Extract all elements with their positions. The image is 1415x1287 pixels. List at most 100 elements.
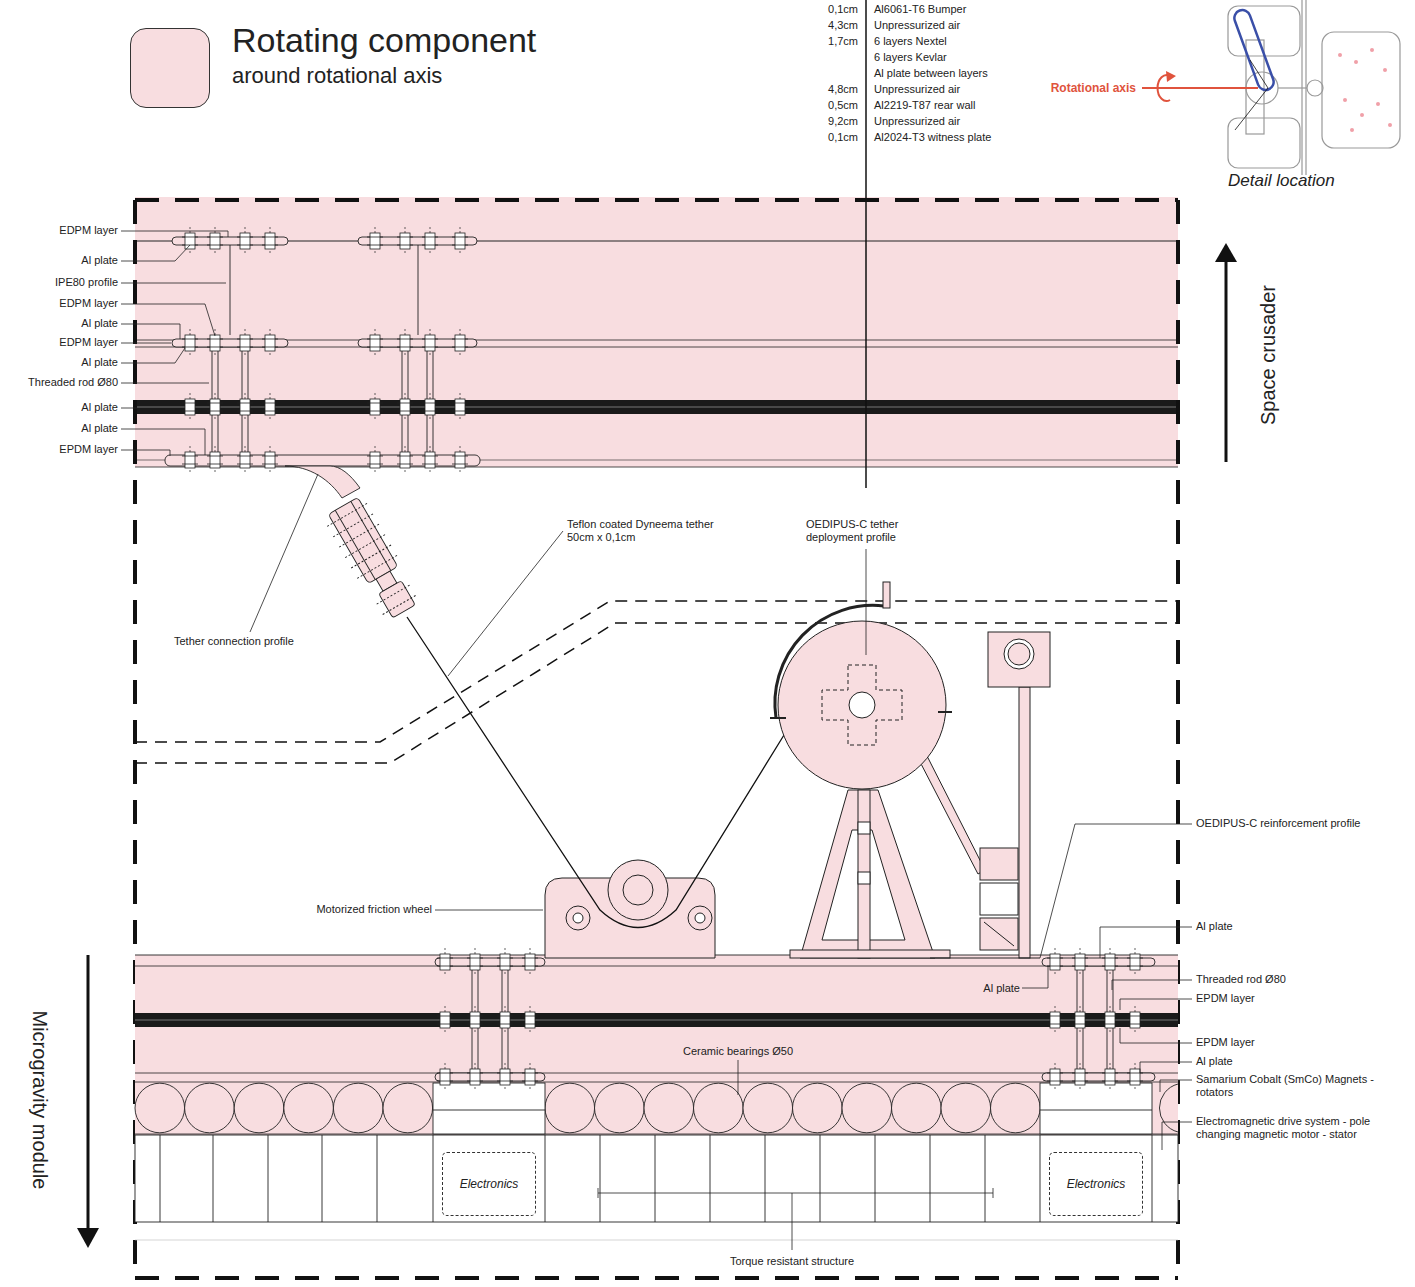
leader-line [121,245,190,261]
tether-deployment-drum [883,582,890,608]
microgravity-ring [135,1082,1178,1083]
part-label: EPDM layer [1196,1036,1255,1049]
bolt-assembly [422,393,438,421]
part-label: Tether connection profile [174,635,294,648]
reinforcement-profile [1019,687,1030,958]
bolt-assembly [452,227,468,255]
part-label: Al plate [81,317,118,330]
stator-structure [377,1135,378,1222]
ceramic-bearing [941,1083,991,1133]
detail-location-sketch [1383,68,1387,72]
bolt-assembly [497,1063,513,1091]
bolt-assembly [182,393,198,421]
space-crusader-wall [135,197,1178,467]
part-label: Threaded rod Ø80 [1196,973,1286,986]
part-label: Al plate [1196,1055,1233,1068]
reinforcement-profile [930,632,1050,958]
tether-connection-profile [285,466,425,623]
tether-connection-profile [345,534,387,558]
tether-connection-profile [328,497,397,583]
tether-connection-profile [333,513,375,537]
stator-structure [875,1135,876,1222]
rotation-arrow [1142,87,1258,89]
reinforcement-profile [984,922,1014,946]
friction-wheel [623,875,653,905]
stator-structure [930,1135,931,1222]
leader-line [121,324,180,339]
bolt-assembly [1047,948,1063,976]
part-label: Al plate [983,982,1020,995]
ceramic-bearing [842,1083,892,1133]
bolt-assembly [1127,948,1143,976]
reinforcement-profile [1004,639,1034,669]
stator-structure [135,1135,1178,1222]
bolt-assembly [422,446,438,474]
bolt-assembly [418,245,419,335]
part-label: Al2024-T3 witness plate [874,131,991,144]
reinforcement-profile [980,883,1018,915]
box-text: Electronics [460,1177,519,1191]
leader-line [1120,1028,1192,1043]
rotation-arrow [1166,71,1176,82]
ceramic-bearing [433,1110,545,1111]
detail-location-sketch [1370,48,1374,52]
part-label: Rotational axis [1051,81,1136,95]
detail-location-sketch [1354,60,1358,64]
detail-location-sketch [1322,32,1400,148]
part-label: Al6061-T6 Bumper [874,3,966,16]
part-label: 1,7cm [828,35,858,48]
microgravity-ring [135,1013,1178,1027]
rotation-arrow [1142,71,1258,101]
reinforcement-profile [988,632,1050,687]
stator-structure [433,1135,434,1222]
tether-deployment-drum [849,692,875,718]
legend-swatch [130,28,210,108]
part-label: 4,3cm [828,19,858,32]
part-label: Samarium Cobalt (SmCo) Magnets - rotator… [1196,1073,1374,1099]
bolt-assembly [165,227,480,474]
leader-line [435,910,543,911]
leader-line [121,383,209,384]
electronics-box: Electronics [442,1152,536,1216]
part-label: 9,2cm [828,115,858,128]
tether-deployment-drum [822,665,902,745]
ceramic-bearing [595,1083,645,1133]
leader-line [1120,999,1192,1010]
part-label: Teflon coated Dyneema tether 50cm x 0,1c… [567,518,732,544]
bolt-assembly [437,948,453,976]
bolt-assembly [1047,1006,1063,1034]
bolt-assembly [207,329,223,357]
direction-arrow [1215,243,1237,262]
space-crusader-wall [135,347,1178,348]
detail-location-sketch [1388,123,1392,127]
space-crusader-wall [135,197,1178,467]
ceramic-bearing [135,1083,1178,1134]
part-label: Torque resistant structure [682,1255,902,1268]
space-crusader-wall [135,400,1178,414]
reinforcement-profile [1008,643,1030,665]
bolt-assembly [262,446,278,474]
tether-deployment-drum [938,711,952,713]
microgravity-ring [135,955,1178,1135]
tether-deployment-drum [778,621,946,789]
bolt-assembly [467,1006,483,1034]
bolt-assembly [367,227,383,255]
leader-line [121,343,171,344]
tether-deployment-drum [858,790,870,958]
bolt-assembly [522,1006,538,1034]
box-text: Electronics [1067,1177,1126,1191]
leader-line [1162,1122,1192,1150]
bolt-assembly [452,393,468,421]
tether-connection-profile [351,544,393,568]
stator-structure [1152,1135,1153,1222]
bolt-assembly [1072,1006,1088,1034]
leader-line [121,231,1192,1250]
leader-line [250,474,318,632]
detail-location-sketch [1350,128,1354,132]
bolt-assembly [237,446,253,474]
reinforcement-profile [930,958,1040,959]
part-label: 6 layers Kevlar [874,51,947,64]
ceramic-bearing [892,1083,942,1133]
tether-deployment-drum [800,790,935,958]
